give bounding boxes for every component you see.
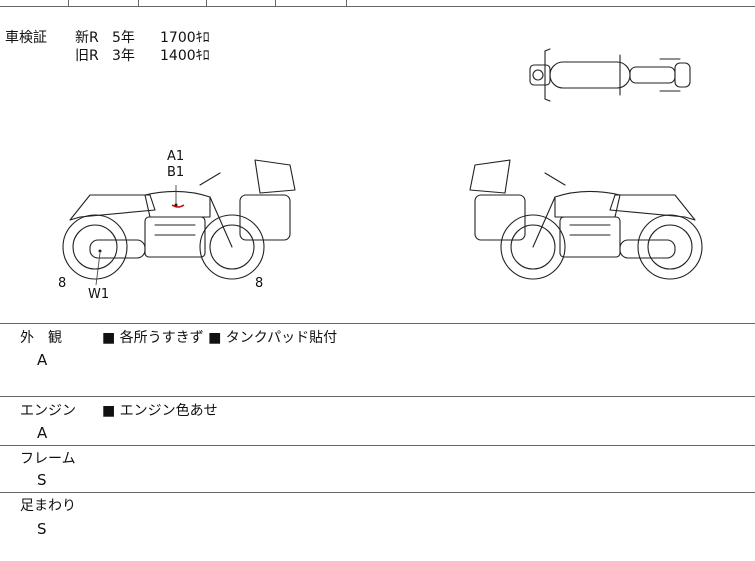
section-divider: [0, 396, 755, 397]
shaken-type: 新R: [75, 30, 99, 46]
section-grade: A: [37, 351, 48, 369]
section-grade: S: [37, 520, 47, 538]
section-title: 足まわり: [20, 498, 76, 514]
section-grade: S: [37, 471, 47, 489]
motorcycle-left-view: [62, 159, 296, 286]
section-notes: ■ エンジン色あせ: [102, 403, 218, 419]
section-divider: [0, 323, 755, 324]
top-table-border: [0, 6, 755, 7]
tire-mark-rear: 8: [58, 276, 67, 291]
section-divider: [0, 492, 755, 493]
section-notes: ■ 各所うすきず ■ タンクパッド貼付: [102, 330, 338, 346]
section-title: エンジン: [20, 403, 76, 419]
section-title: フレーム: [20, 451, 76, 467]
shaken-distance: 1400ｷﾛ: [160, 48, 210, 64]
section-title: 外 観: [20, 330, 62, 346]
top-table-divider: [275, 0, 276, 6]
shaken-distance: 1700ｷﾛ: [160, 30, 210, 46]
section-divider: [0, 445, 755, 446]
damage-mark-a1: A1: [167, 149, 185, 164]
top-table-divider: [206, 0, 207, 6]
top-table-divider: [346, 0, 347, 6]
motorcycle-top-view: [529, 48, 691, 102]
top-table-divider: [68, 0, 69, 6]
motorcycle-right-view: [469, 159, 703, 280]
damage-mark-b1: B1: [167, 165, 185, 180]
shaken-years: 5年: [112, 30, 135, 46]
tire-mark-front: 8: [255, 276, 264, 291]
shaken-years: 3年: [112, 48, 135, 64]
damage-mark-w1: W1: [88, 287, 110, 302]
shaken-label: 車検証: [5, 30, 47, 46]
top-table-divider: [138, 0, 139, 6]
shaken-type: 旧R: [75, 48, 99, 64]
section-grade: A: [37, 424, 48, 442]
